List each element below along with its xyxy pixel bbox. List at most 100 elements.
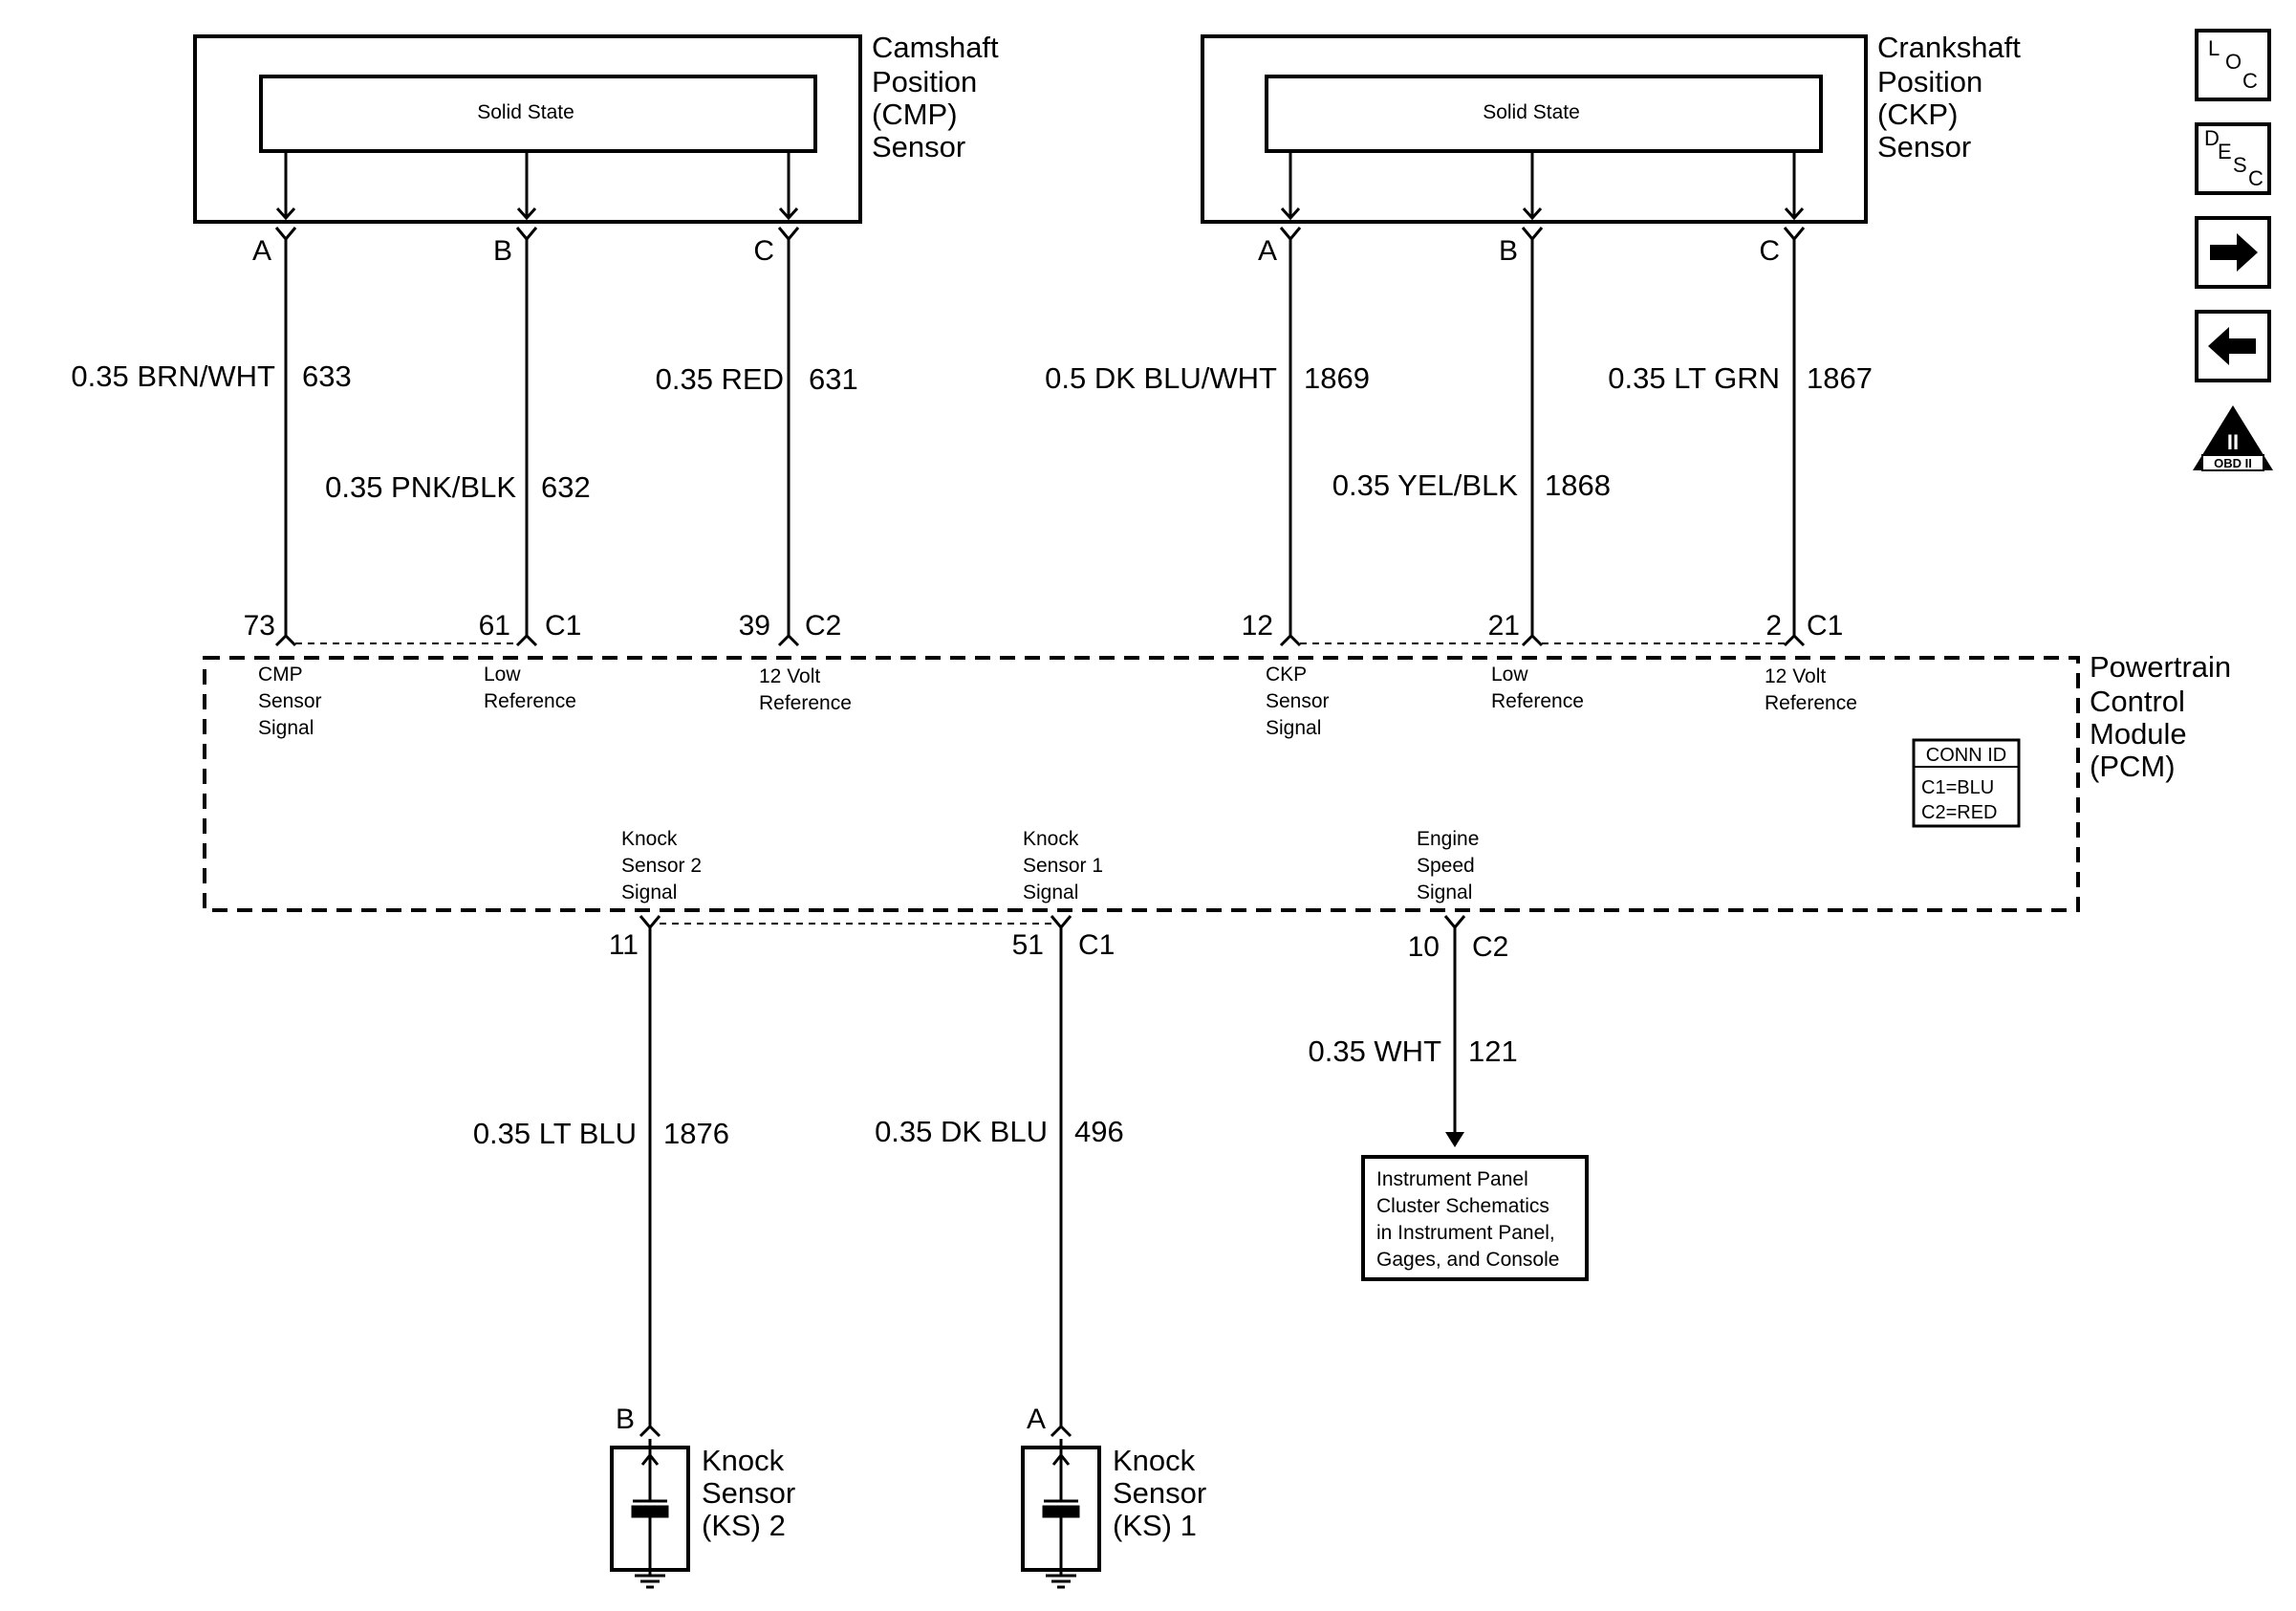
- ckp-pin-c: C: [1759, 235, 1780, 267]
- ckp-title-3: (CKP): [1877, 98, 1958, 131]
- pcm-fn-cmp-low-2: Reference: [484, 690, 576, 712]
- cmp-wires: [274, 151, 800, 647]
- speed-wire-circuit: 121: [1468, 1034, 1518, 1068]
- ks2-pin: B: [616, 1404, 635, 1435]
- ref-line-1: Instrument Panel: [1376, 1168, 1528, 1190]
- ckp-wire-c-color: 0.35 LT GRN: [1608, 361, 1780, 395]
- loc-icon[interactable]: L O C: [2195, 29, 2271, 101]
- pcm-fn-ckp-1: CKP: [1266, 664, 1307, 686]
- cluster-reference-box[interactable]: Instrument Panel Cluster Schematics in I…: [1361, 1155, 1589, 1281]
- knock-sensor-2: Knock Sensor (KS) 2: [610, 1439, 795, 1589]
- conn-id-box: CONN ID C1=BLU C2=RED: [1912, 738, 2021, 828]
- pcm-pin-11: 11: [609, 929, 639, 961]
- ckp-title-2: Position: [1877, 65, 1982, 98]
- pcm-fn-speed-2: Speed: [1417, 855, 1475, 877]
- cmp-title-2: Position: [872, 65, 977, 98]
- conn-id-header: CONN ID: [1926, 745, 2006, 766]
- pcm-conn-c2-a: C2: [805, 610, 841, 642]
- ckp-wire-c-circuit: 1867: [1807, 361, 1873, 395]
- pcm-fn-ks1-2: Sensor 1: [1023, 855, 1103, 877]
- pcm-pin-51: 51: [1012, 929, 1044, 961]
- knock-wires: [639, 915, 1072, 1438]
- pcm-fn-ks2-3: Signal: [621, 882, 677, 903]
- ckp-sensor: Solid State Crankshaft Position (CKP) Se…: [1201, 31, 2021, 224]
- pcm-title-1: Powertrain: [2090, 650, 2231, 684]
- ckp-wire-a-color: 0.5 DK BLU/WHT: [1045, 361, 1277, 395]
- pcm-pin-61: 61: [479, 610, 510, 642]
- cmp-wire-b-color: 0.35 PNK/BLK: [325, 470, 516, 504]
- cmp-sensor: Solid State Camshaft Position (CMP) Sens…: [193, 31, 999, 224]
- ref-line-4: Gages, and Console: [1376, 1249, 1559, 1271]
- pcm-fn-speed-3: Signal: [1417, 882, 1472, 903]
- pcm-pin-12: 12: [1242, 610, 1273, 642]
- cmp-pin-b: B: [493, 235, 512, 267]
- cmp-inner-label: Solid State: [477, 101, 574, 123]
- pcm-conn-c1-c: C1: [1078, 929, 1115, 961]
- cmp-title-3: (CMP): [872, 98, 958, 131]
- cmp-wire-b-circuit: 632: [541, 470, 591, 504]
- engine-speed-circuit: 10 C2 0.35 WHT 121 Instrument Panel Clus…: [1308, 915, 1589, 1281]
- conn-id-c1: C1=BLU: [1921, 777, 1994, 798]
- arrow-right-icon[interactable]: [2195, 216, 2271, 289]
- pcm-conn-c1-b: C1: [1807, 610, 1843, 642]
- pcm-pin-10: 10: [1408, 931, 1440, 963]
- svg-text:E: E: [2218, 140, 2232, 163]
- pcm-fn-ckp-12v-2: Reference: [1765, 692, 1857, 714]
- ckp-wires: [1279, 151, 1806, 647]
- ks2-wire-color: 0.35 LT BLU: [473, 1117, 637, 1150]
- ckp-inner-label: Solid State: [1483, 101, 1580, 123]
- desc-icon[interactable]: D E S C: [2195, 122, 2271, 195]
- pcm-fn-ks2-1: Knock: [621, 828, 678, 850]
- ckp-pin-b: B: [1499, 235, 1518, 267]
- ref-line-2: Cluster Schematics: [1376, 1195, 1549, 1217]
- cmp-wire-a-circuit: 633: [302, 359, 352, 393]
- cmp-labels: A B C 0.35 BRN/WHT 633 0.35 PNK/BLK 632 …: [71, 235, 857, 739]
- ks1-wire-color: 0.35 DK BLU: [875, 1115, 1048, 1148]
- cmp-title-4: Sensor: [872, 130, 965, 163]
- ckp-labels: A B C 0.5 DK BLU/WHT 1869 0.35 YEL/BLK 1…: [1045, 235, 1873, 739]
- pcm-conn-c1-a: C1: [545, 610, 581, 642]
- pcm-fn-ckp-12v-1: 12 Volt: [1765, 665, 1826, 687]
- ckp-wire-b-color: 0.35 YEL/BLK: [1332, 468, 1519, 502]
- svg-text:C: C: [2248, 166, 2264, 190]
- pcm-conn-c2-b: C2: [1472, 931, 1508, 963]
- obd-ii-icon[interactable]: II OBD II: [2193, 405, 2273, 471]
- speed-wire-color: 0.35 WHT: [1308, 1034, 1441, 1068]
- pcm-fn-cmp-low-1: Low: [484, 664, 521, 686]
- svg-text:II: II: [2227, 430, 2239, 454]
- pcm-fn-cmp-12v-1: 12 Volt: [759, 665, 820, 687]
- pcm-title-3: Module: [2090, 717, 2187, 751]
- cmp-title-1: Camshaft: [872, 31, 999, 64]
- svg-text:C: C: [2242, 69, 2258, 93]
- knock-sensor-1: Knock Sensor (KS) 1: [1021, 1439, 1206, 1589]
- ckp-pin-a: A: [1258, 235, 1277, 267]
- ckp-title-4: Sensor: [1877, 130, 1971, 163]
- svg-text:L: L: [2208, 36, 2220, 60]
- ks1-title-1: Knock: [1113, 1444, 1196, 1477]
- cmp-wire-c-circuit: 631: [809, 362, 858, 396]
- pcm-fn-ckp-low-1: Low: [1491, 664, 1528, 686]
- svg-text:S: S: [2233, 153, 2247, 177]
- pcm-fn-ks2-2: Sensor 2: [621, 855, 702, 877]
- pcm-fn-ks1-1: Knock: [1023, 828, 1079, 850]
- pcm-fn-ks1-3: Signal: [1023, 882, 1078, 903]
- pcm-fn-cmp-2: Sensor: [258, 690, 322, 712]
- ks1-title-2: Sensor: [1113, 1476, 1206, 1510]
- pcm-pin-73: 73: [244, 610, 275, 642]
- svg-text:OBD II: OBD II: [2214, 456, 2252, 470]
- pcm-title-2: Control: [2090, 685, 2185, 718]
- svg-text:D: D: [2204, 126, 2220, 150]
- arrow-left-icon[interactable]: [2195, 310, 2271, 382]
- ckp-wire-b-circuit: 1868: [1545, 468, 1611, 502]
- ks1-title-3: (KS) 1: [1113, 1509, 1197, 1542]
- svg-text:O: O: [2225, 50, 2242, 74]
- pcm-pin-21: 21: [1488, 610, 1520, 642]
- pcm-fn-cmp-3: Signal: [258, 717, 314, 739]
- cmp-wire-a-color: 0.35 BRN/WHT: [71, 359, 275, 393]
- knock-labels: 11 51 C1 0.35 LT BLU 1876 0.35 DK BLU 49…: [473, 929, 1124, 1435]
- ckp-title-1: Crankshaft: [1877, 31, 2021, 64]
- pcm-fn-cmp-1: CMP: [258, 664, 303, 686]
- pcm-pin-39: 39: [739, 610, 770, 642]
- ks2-title-2: Sensor: [702, 1476, 795, 1510]
